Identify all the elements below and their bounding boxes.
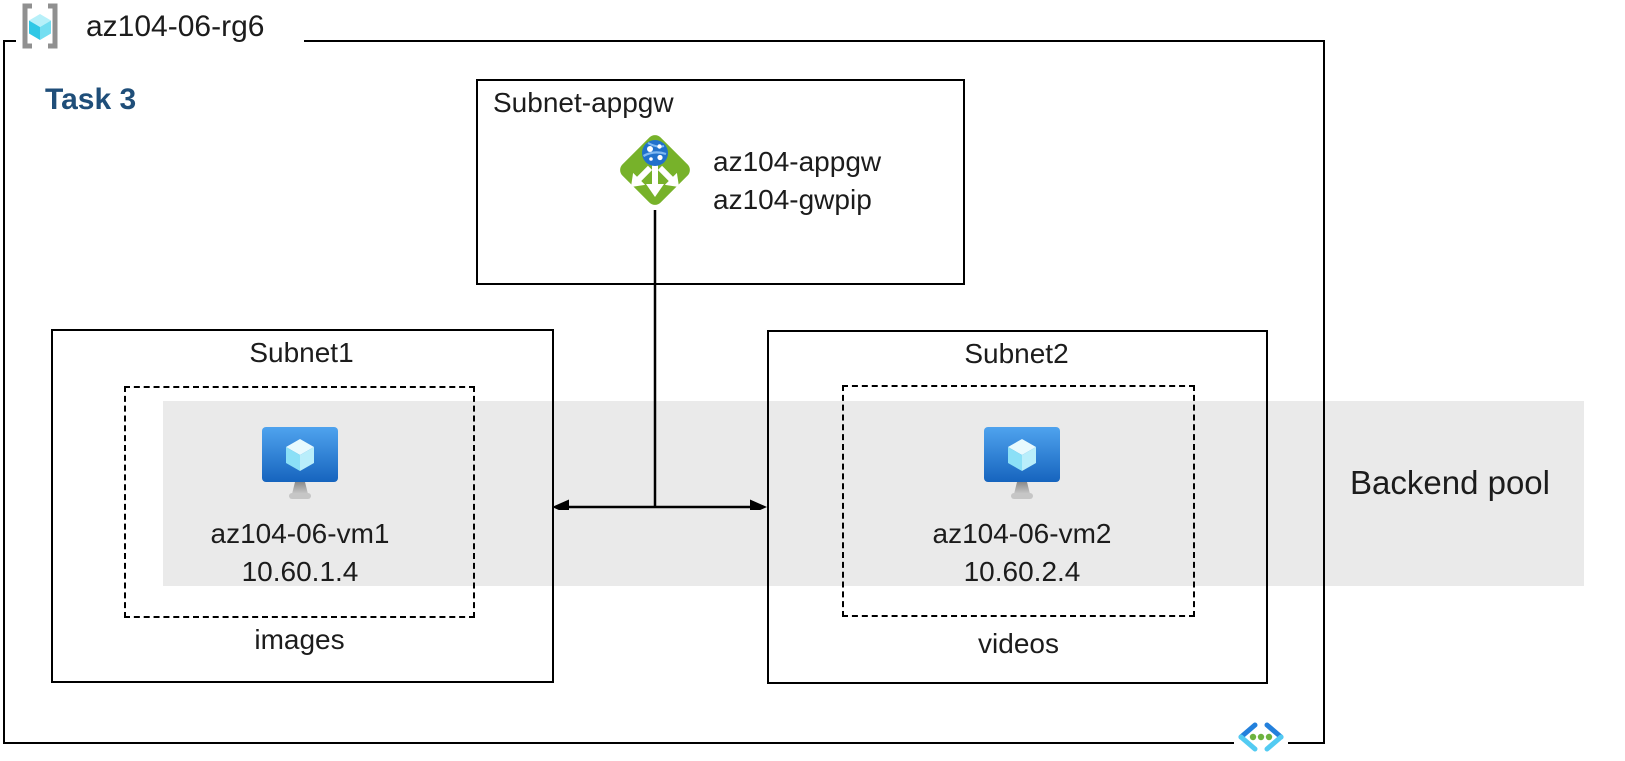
task-label: Task 3 (45, 83, 137, 116)
subnet2-storage-label: videos (978, 628, 1059, 659)
vm1-ip: 10.60.1.4 (241, 556, 359, 587)
subnet1-storage-label: images (254, 624, 345, 655)
backend-pool-band (163, 401, 1584, 586)
connector-arrows (552, 210, 767, 510)
resource-group-header-background (16, 30, 304, 52)
vm-icon (984, 427, 1060, 499)
subnet-appgw-label: Subnet-appgw (493, 87, 674, 118)
subnet1-label: Subnet1 (249, 337, 354, 368)
appgw-public-ip-name: az104-gwpip (713, 184, 872, 215)
vm2-name: az104-06-vm2 (932, 518, 1112, 549)
subnet1-backend-dashed-box (124, 386, 475, 618)
resource-group-label: az104-06-rg6 (86, 10, 265, 43)
resource-group-icon (22, 3, 58, 49)
subnet-appgw-box (476, 79, 965, 285)
application-gateway-icon (620, 135, 690, 205)
subnet1-box (51, 329, 554, 683)
vm1-name: az104-06-vm1 (210, 518, 390, 549)
subnet2-box (767, 330, 1268, 684)
vm-icon (262, 427, 338, 499)
resource-group-box (3, 40, 1325, 744)
virtual-network-icon (1234, 719, 1288, 755)
appgw-labels: az104-appgw az104-gwpip (713, 143, 881, 219)
appgw-gateway-name: az104-appgw (713, 146, 882, 177)
subnet2-backend-dashed-box (842, 385, 1195, 617)
vm2-ip: 10.60.2.4 (963, 556, 1081, 587)
subnet2-label: Subnet2 (964, 338, 1069, 369)
backend-pool-label: Backend pool (1350, 464, 1550, 501)
